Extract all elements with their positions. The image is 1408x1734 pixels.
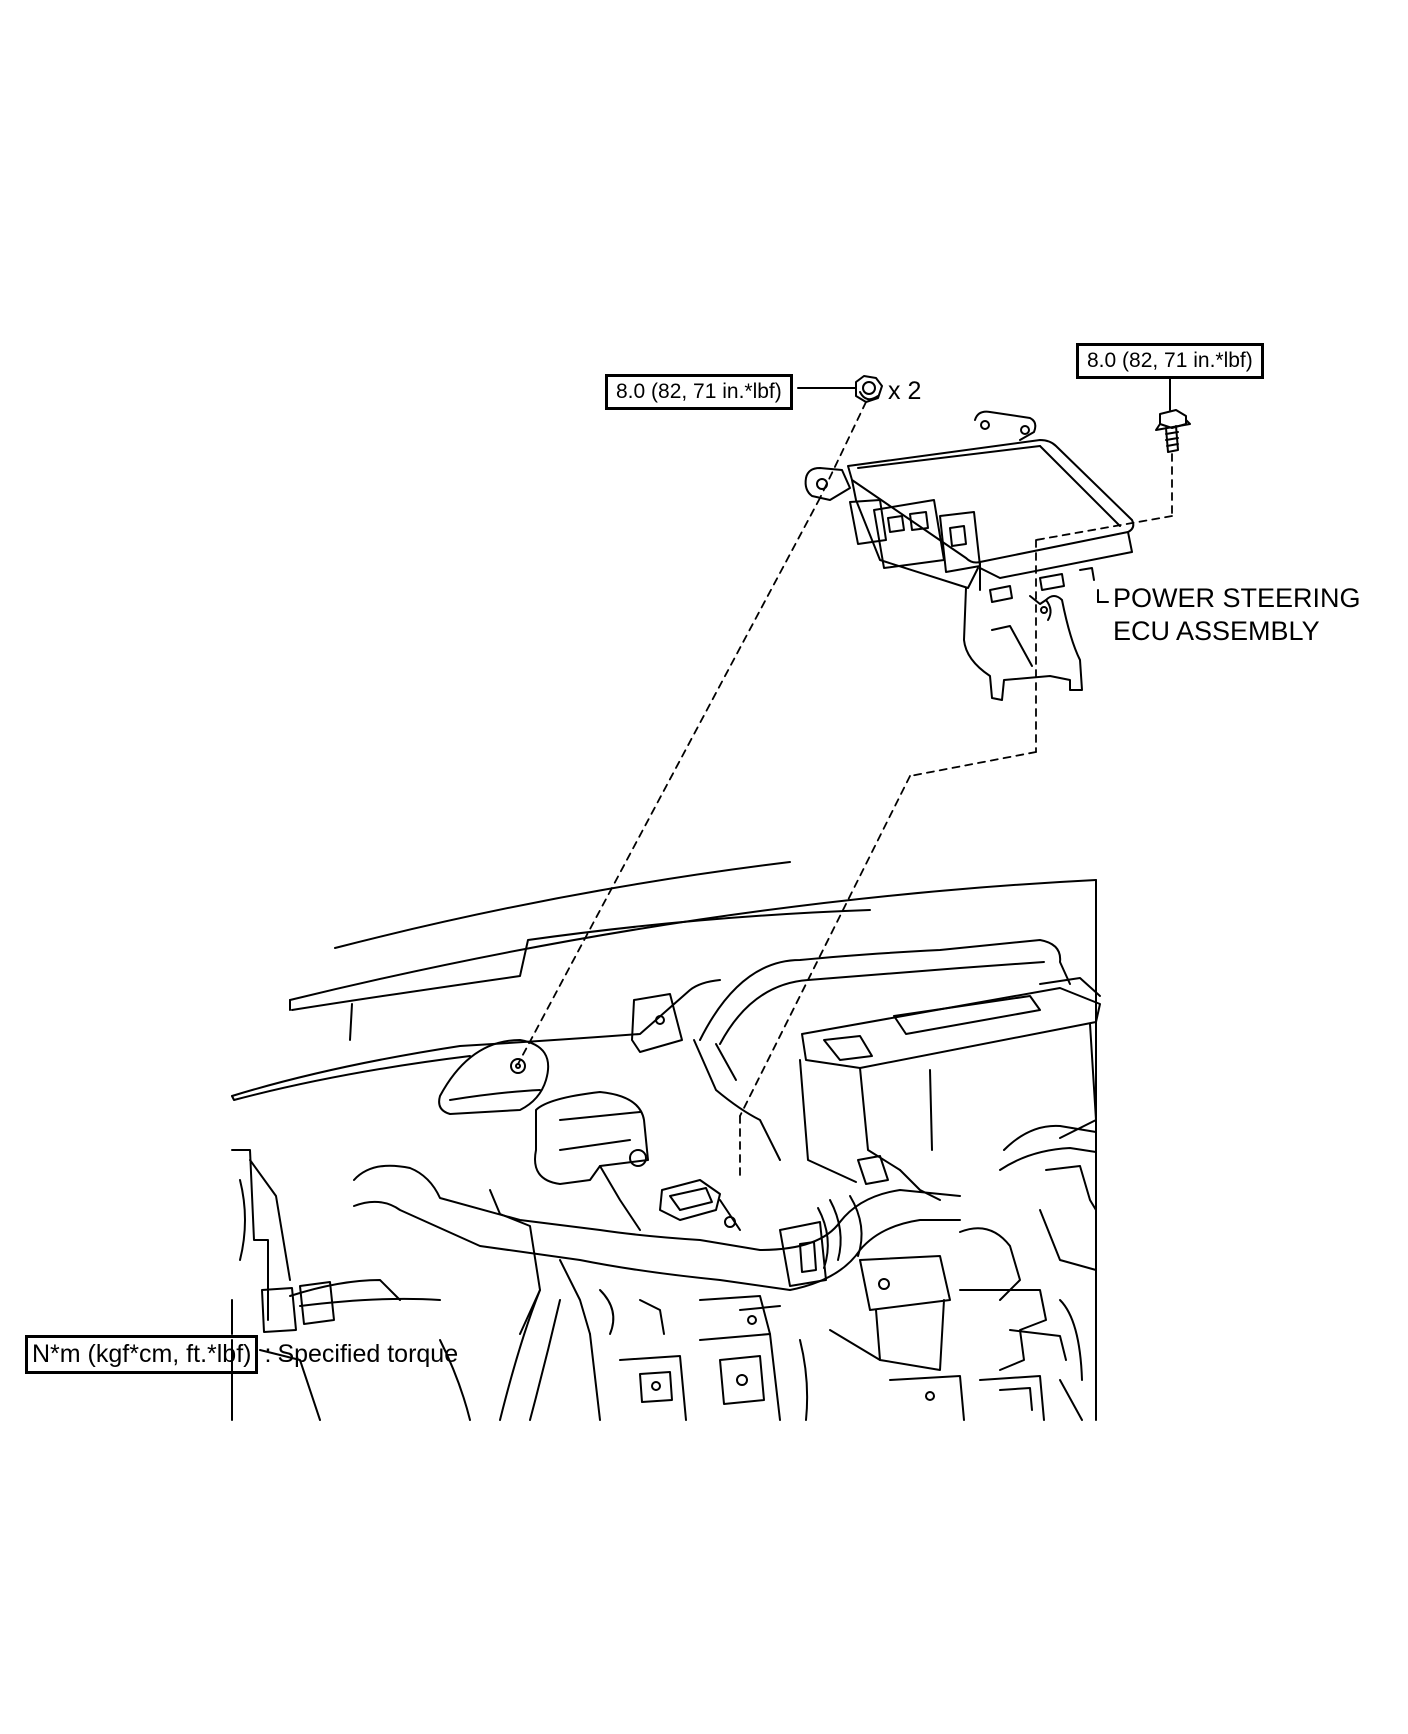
bolt-icon xyxy=(1155,409,1191,453)
nut-torque-value: 8.0 (82, 71 in.*lbf) xyxy=(616,380,782,403)
ecu-label-line2: ECU ASSEMBLY xyxy=(1113,616,1320,646)
callout-leaders xyxy=(797,375,1171,603)
vehicle-body-drawing xyxy=(231,861,1101,1421)
legend-description: Specified torque xyxy=(277,1340,459,1368)
nut-torque-callout: 8.0 (82, 71 in.*lbf) xyxy=(605,374,793,410)
torque-legend: N*m (kgf*cm, ft.*lbf) : Specified torque xyxy=(25,1335,458,1374)
legend-separator: : xyxy=(264,1340,272,1368)
power-steering-ecu-drawing xyxy=(804,410,1135,701)
ecu-label-line1: POWER STEERING xyxy=(1113,583,1361,613)
nut-quantity: x 2 xyxy=(888,377,922,405)
ecu-assembly-label: POWER STEERING ECU ASSEMBLY xyxy=(1113,582,1361,648)
alignment-lines xyxy=(517,401,1173,1177)
nut-icon xyxy=(855,375,883,403)
bolt-torque-value: 8.0 (82, 71 in.*lbf) xyxy=(1087,349,1253,372)
bolt-torque-callout: 8.0 (82, 71 in.*lbf) xyxy=(1076,343,1264,379)
legend-unit-box: N*m (kgf*cm, ft.*lbf) xyxy=(25,1335,259,1374)
